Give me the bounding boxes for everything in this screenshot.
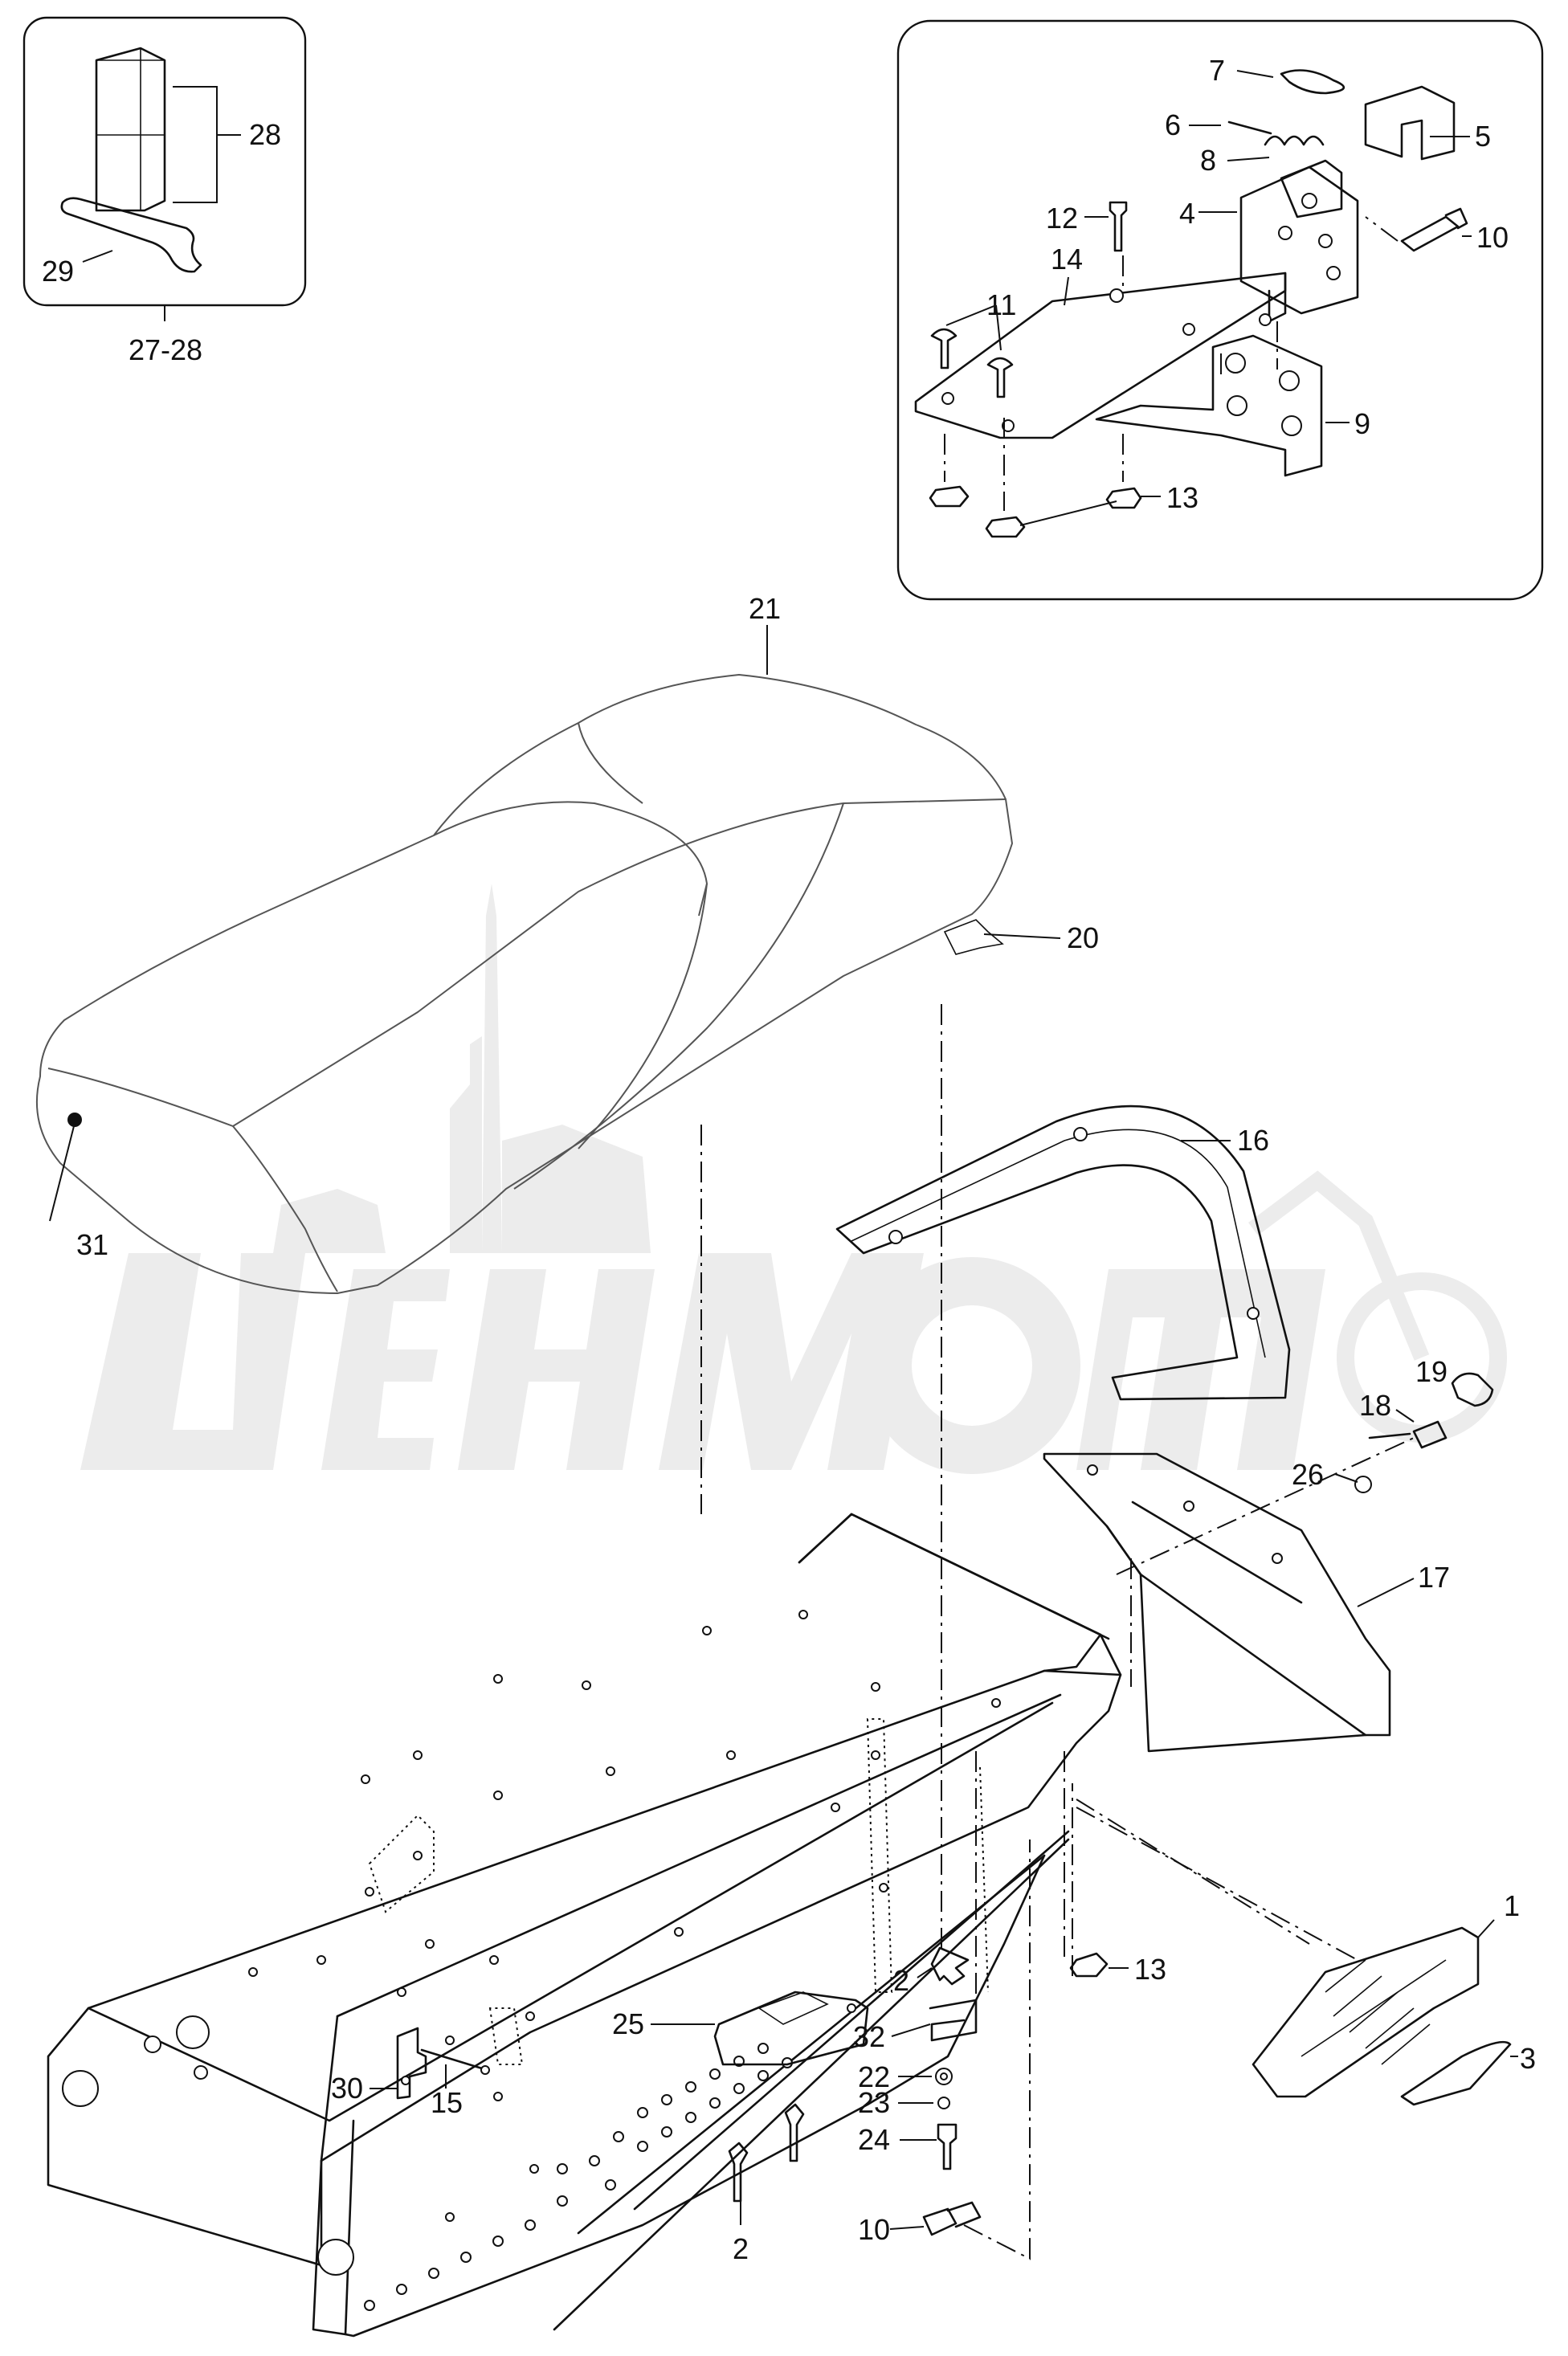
callout-13-lower: 13 <box>1134 1953 1166 1986</box>
callout-13-inset: 13 <box>1166 481 1198 514</box>
callout-25: 25 <box>612 2007 644 2040</box>
footrest <box>1076 1799 1518 2106</box>
alignment-guides <box>700 1004 1132 2000</box>
seat-cushion <box>35 625 1061 1294</box>
callout-24: 24 <box>858 2123 890 2156</box>
callout-17: 17 <box>1418 1561 1450 1594</box>
inset-bracket-assembly <box>896 19 1544 601</box>
grab-handle <box>835 1105 1291 1401</box>
callout-12: 12 <box>1046 202 1078 235</box>
callout-1: 1 <box>1504 1889 1520 1922</box>
callout-30: 30 <box>331 2072 363 2105</box>
knee-pad <box>651 1991 869 2066</box>
callout-20: 20 <box>1067 921 1099 954</box>
callout-labels: 1 2 2 3 4 5 6 7 8 9 10 10 11 12 13 13 14… <box>42 54 1536 2265</box>
inset-tool-kit <box>22 16 307 321</box>
hardware-stack <box>728 1783 1129 2260</box>
callout-14: 14 <box>1051 243 1083 276</box>
callout-32: 32 <box>853 2020 885 2053</box>
callout-29: 29 <box>42 255 74 288</box>
callout-7: 7 <box>1209 54 1225 87</box>
callout-9: 9 <box>1354 407 1370 440</box>
perforation-pattern <box>364 2043 793 2311</box>
callout-8: 8 <box>1200 144 1216 177</box>
callout-4: 4 <box>1179 197 1195 230</box>
callout-27-28: 27-28 <box>129 333 202 366</box>
frame-tunnel <box>47 1513 1122 2338</box>
callout-28: 28 <box>249 118 281 151</box>
callout-16: 16 <box>1237 1124 1269 1157</box>
callout-2-lower: 2 <box>733 2232 749 2265</box>
callout-11: 11 <box>986 288 1016 321</box>
callout-23: 23 <box>858 2086 890 2119</box>
callout-15: 15 <box>431 2086 463 2119</box>
callout-5: 5 <box>1475 120 1491 153</box>
callout-26: 26 <box>1292 1458 1324 1491</box>
callout-31: 31 <box>76 1228 108 1261</box>
callout-2-upper: 2 <box>893 1964 909 1997</box>
callout-3: 3 <box>1520 2042 1536 2075</box>
rear-flap-plate <box>1043 1372 1494 1753</box>
callout-10-inset: 10 <box>1476 221 1509 254</box>
callout-18: 18 <box>1359 1389 1391 1422</box>
watermark-logo <box>80 884 1507 1474</box>
callout-22: 22 <box>858 2060 890 2093</box>
pin-clip <box>370 2027 490 2100</box>
callout-19: 19 <box>1415 1355 1448 1388</box>
callout-6: 6 <box>1165 108 1181 141</box>
callout-21: 21 <box>749 592 781 625</box>
callout-10-lower: 10 <box>858 2213 890 2246</box>
